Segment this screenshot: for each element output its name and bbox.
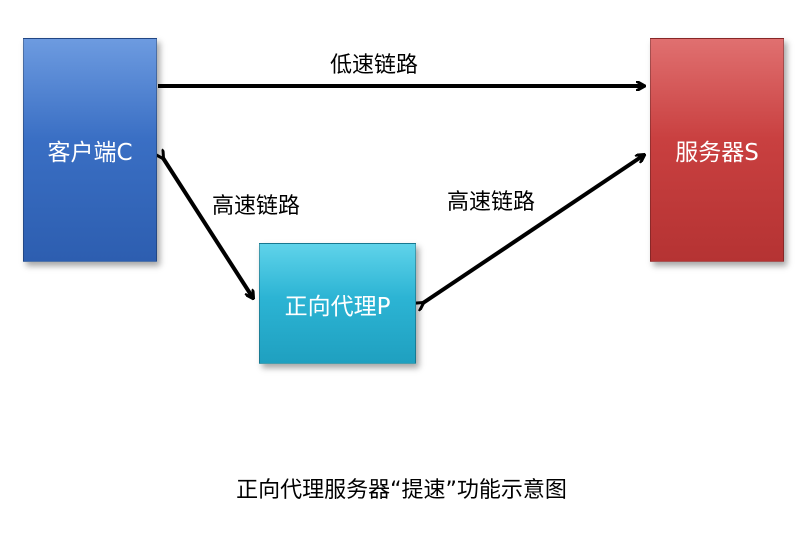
arrow-fast-link-proxy-server (423, 155, 644, 303)
client-label: 客户端C (47, 140, 133, 166)
fast-link-left-label: 高速链路 (212, 194, 301, 219)
arrow-fast-link-client-proxy (163, 158, 253, 298)
slow-link-label: 低速链路 (330, 53, 419, 78)
server-label: 服务器S (675, 140, 759, 166)
diagram-caption: 正向代理服务器“提速”功能示意图 (236, 478, 567, 503)
client-node: 客户端C (23, 38, 157, 262)
fast-link-right-label: 高速链路 (447, 190, 536, 215)
server-node: 服务器S (650, 38, 784, 262)
proxy-label: 正向代理P (284, 293, 391, 320)
proxy-node: 正向代理P (259, 243, 416, 364)
